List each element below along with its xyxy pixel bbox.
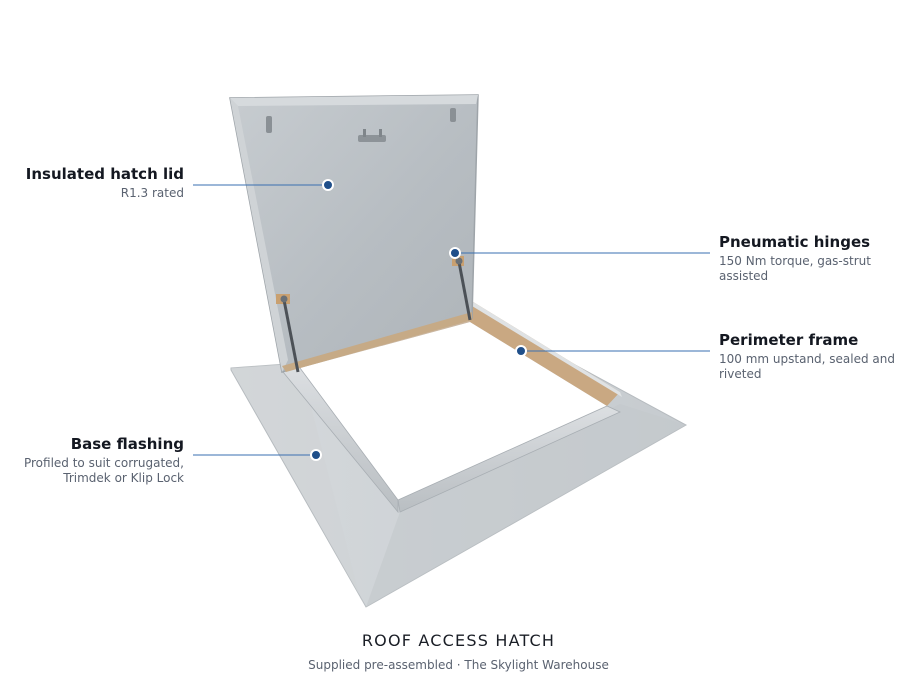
callout-pneumatic-hinges: Pneumatic hinges 150 Nm torque, gas-stru…: [719, 233, 899, 284]
callout-lid-detail: R1.3 rated: [120, 186, 184, 200]
marker-hinges: [449, 247, 461, 259]
leader-lines: [193, 184, 710, 456]
hatch-opening: [300, 322, 607, 500]
callout-insulated-lid: Insulated hatch lid R1.3 rated: [20, 165, 184, 201]
callout-frame-detail: 100 mm upstand, sealed and riveted: [719, 352, 896, 381]
marker-frame: [515, 345, 527, 357]
markers: [310, 179, 527, 461]
callout-perimeter-frame: Perimeter frame 100 mm upstand, sealed a…: [719, 331, 899, 382]
callout-hinges-title: Pneumatic hinges: [719, 233, 871, 251]
callout-lid-title: Insulated hatch lid: [25, 165, 184, 183]
hatch-lid: [229, 94, 479, 373]
product-subtitle: Supplied pre-assembled · The Skylight Wa…: [308, 658, 609, 672]
marker-flashing: [310, 449, 322, 461]
lid-latch-right: [450, 108, 456, 122]
callout-flashing-title: Base flashing: [70, 435, 184, 453]
callout-hinges-detail: 150 Nm torque, gas-strut assisted: [719, 254, 871, 283]
callout-base-flashing: Base flashing Profiled to suit corrugate…: [10, 435, 184, 486]
callout-frame-title: Perimeter frame: [719, 331, 859, 349]
gas-struts: [276, 256, 472, 373]
lid-latch-left: [266, 116, 272, 133]
product-title: ROOF ACCESS HATCH: [361, 631, 556, 650]
marker-lid: [322, 179, 334, 191]
callout-flashing-detail: Profiled to suit corrugated, Trimdek or …: [23, 456, 184, 485]
